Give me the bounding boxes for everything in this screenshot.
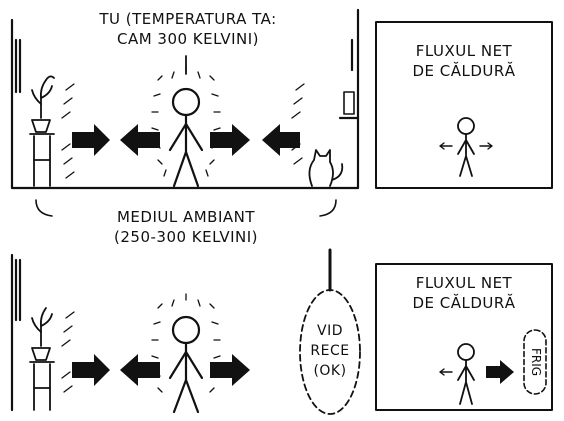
environment-label-line2: (250-300 KELVINI) xyxy=(114,228,258,246)
top-scene-room xyxy=(10,8,360,190)
panel-arrow-right xyxy=(486,360,514,384)
you-label-line1: TU (TEMPERATURA TA: xyxy=(99,10,277,28)
bottom-panel-title-line1: FLUXUL NET xyxy=(415,274,513,292)
person-bottom xyxy=(168,315,204,414)
arrow-right-4 xyxy=(210,354,250,386)
plant-top xyxy=(29,75,55,187)
void-line2: RECE xyxy=(310,343,350,359)
heat-lines-top xyxy=(151,65,221,177)
cold-region xyxy=(523,329,547,395)
bottom-panel-title-line2: DE CĂLDURĂ xyxy=(412,294,516,312)
person-top xyxy=(168,55,204,188)
cold-label: FRIG xyxy=(529,347,543,377)
void-line3: (OK) xyxy=(313,363,347,379)
cat xyxy=(308,149,344,187)
arrow-right-2 xyxy=(210,124,250,156)
panel-person-top xyxy=(439,117,493,177)
arrow-right-3 xyxy=(72,354,110,386)
panel-person-bottom xyxy=(439,343,475,405)
arrow-left-3 xyxy=(120,354,160,386)
bottom-scene-room xyxy=(10,248,332,412)
top-panel-title-line1: FLUXUL NET xyxy=(415,42,513,60)
arrow-right-1 xyxy=(72,124,110,156)
heat-lines-env xyxy=(61,83,305,179)
plant-bottom xyxy=(29,307,55,411)
heat-lines-bottom xyxy=(61,293,221,393)
cold-void xyxy=(299,289,361,415)
you-label-line2: CAM 300 KELVINI) xyxy=(116,30,260,48)
environment-label-line1: MEDIUL AMBIANT xyxy=(116,208,256,226)
arrow-left-1 xyxy=(120,124,160,156)
arrow-left-2 xyxy=(262,124,300,156)
top-panel-title-line2: DE CĂLDURĂ xyxy=(412,62,516,80)
void-line1: VID xyxy=(317,323,343,339)
